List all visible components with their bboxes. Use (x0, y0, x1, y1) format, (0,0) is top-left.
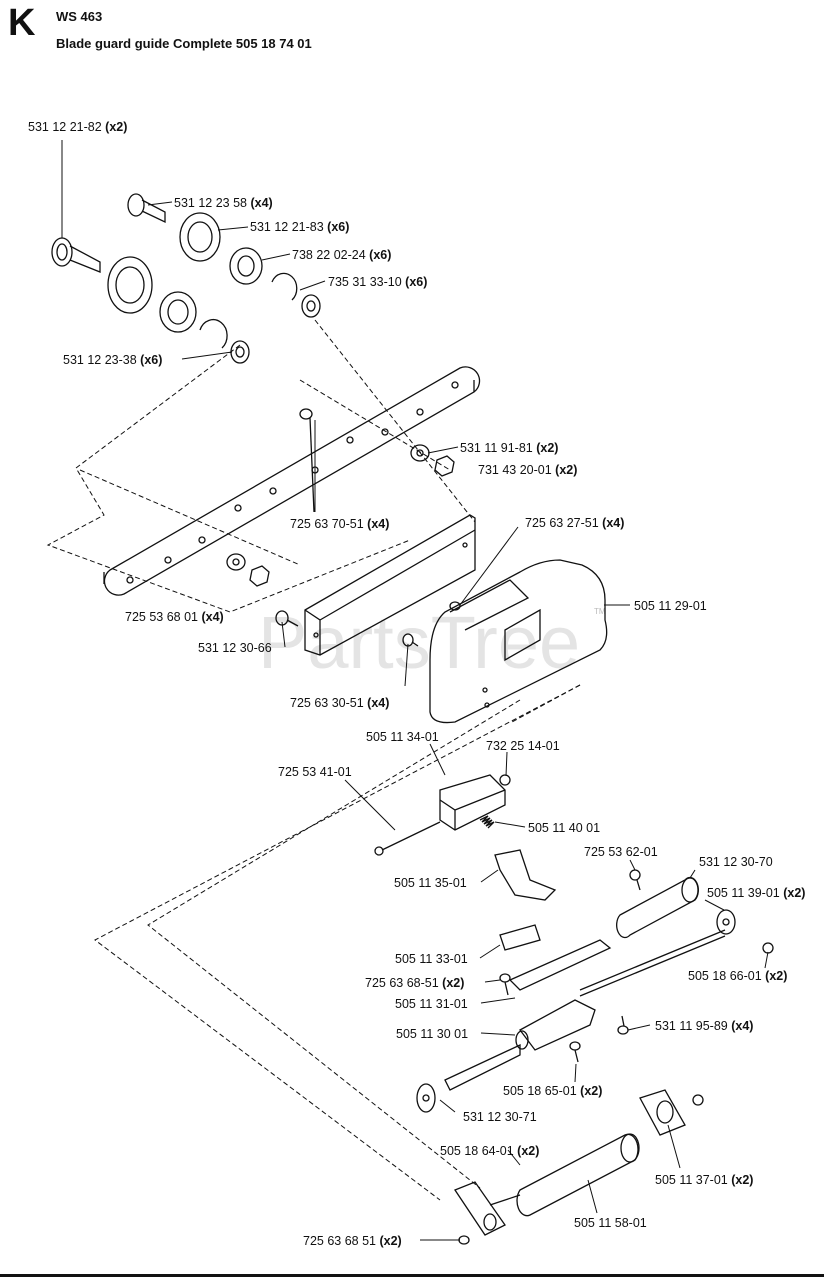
part-label: 505 18 65-01 (x2) (503, 1084, 602, 1098)
part-label: 725 63 27-51 (x4) (525, 516, 624, 530)
part-label: 738 22 02-24 (x6) (292, 248, 391, 262)
part-label: 505 11 34-01 (366, 730, 439, 744)
washer-nut-left (226, 553, 270, 587)
part-label: 505 11 58-01 (574, 1216, 647, 1230)
part-label: 505 11 40 01 (528, 821, 600, 835)
section-letter: K (8, 2, 36, 44)
part-label: 725 63 68-51 (x2) (365, 976, 464, 990)
bolt-upper (299, 408, 315, 513)
nut-small (499, 774, 511, 786)
assembly-title: Blade guard guide Complete 505 18 74 01 (56, 36, 312, 51)
part-label: 531 11 91-81 (x2) (460, 441, 558, 455)
part-label: 531 12 21-82 (x2) (28, 120, 127, 134)
rod (579, 929, 726, 997)
pin-small-right (762, 942, 774, 954)
washer-nut-right (410, 444, 455, 477)
spring (479, 815, 495, 829)
part-label: 731 43 20-01 (x2) (478, 463, 577, 477)
part-label: 505 11 39-01 (x2) (707, 886, 805, 900)
part-label: 505 11 37-01 (x2) (655, 1173, 753, 1187)
part-label: 725 63 68 51 (x2) (303, 1234, 402, 1248)
part-label: 505 18 64-01 (x2) (440, 1144, 539, 1158)
part-label: 531 11 95-89 (x4) (655, 1019, 753, 1033)
watermark-text: PartsTree (258, 601, 580, 684)
end-cap-right (716, 909, 736, 935)
part-label: 531 12 21-83 (x6) (250, 220, 349, 234)
leader-lines (61, 140, 769, 1241)
part-label: 531 12 30-71 (463, 1110, 537, 1124)
watermark-tm: TM (594, 607, 606, 616)
part-label: 505 11 30 01 (396, 1027, 468, 1041)
guide-bar (103, 366, 481, 596)
assembly-outline-lower (94, 684, 581, 1201)
latch (494, 849, 557, 901)
part-label: 531 12 23 58 (x4) (174, 196, 273, 210)
part-label: 732 25 14-01 (486, 739, 560, 753)
part-label: 725 63 30-51 (x4) (290, 696, 389, 710)
blade-guard-cover (429, 559, 608, 724)
screw-top (629, 869, 641, 891)
part-label: 725 63 70-51 (x4) (290, 517, 389, 531)
long-bolt (374, 821, 441, 856)
guide-plate (499, 924, 612, 991)
guide-housing (439, 774, 506, 831)
part-label: 531 12 23-38 (x6) (63, 353, 162, 367)
bearing-stack-upper (127, 193, 321, 318)
shaft-lower (416, 1043, 521, 1113)
mount-plate-right (639, 1089, 704, 1136)
bottom-rule (0, 1274, 824, 1277)
part-label: 725 53 62-01 (584, 845, 658, 859)
part-label: 735 31 33-10 (x6) (328, 275, 427, 289)
part-label: 505 11 29-01 (634, 599, 707, 613)
bolt-group (499, 973, 629, 1063)
part-label: 531 12 30-70 (699, 855, 773, 869)
slider-block (515, 999, 596, 1051)
bearing-stack-lower (51, 237, 250, 364)
angle-bracket (304, 514, 476, 656)
part-label: 505 11 35-01 (394, 876, 467, 890)
screw-cover (449, 601, 461, 611)
part-label: 531 12 30-66 (198, 641, 272, 655)
model-number: WS 463 (56, 9, 103, 24)
part-label: 725 53 41-01 (278, 765, 352, 779)
assembly-outline-upper (46, 319, 476, 613)
bottom-cylinder (489, 1133, 640, 1217)
part-label: 505 18 66-01 (x2) (688, 969, 787, 983)
mount-plate-left (454, 1181, 506, 1245)
part-label: 505 11 33-01 (395, 952, 468, 966)
part-labels: 531 12 21-82 (x2) 531 12 23 58 (x4) 531 … (28, 120, 805, 1248)
cylinder-tube (616, 876, 699, 939)
part-label: 505 11 31-01 (395, 997, 468, 1011)
part-label: 725 53 68 01 (x4) (125, 610, 224, 624)
